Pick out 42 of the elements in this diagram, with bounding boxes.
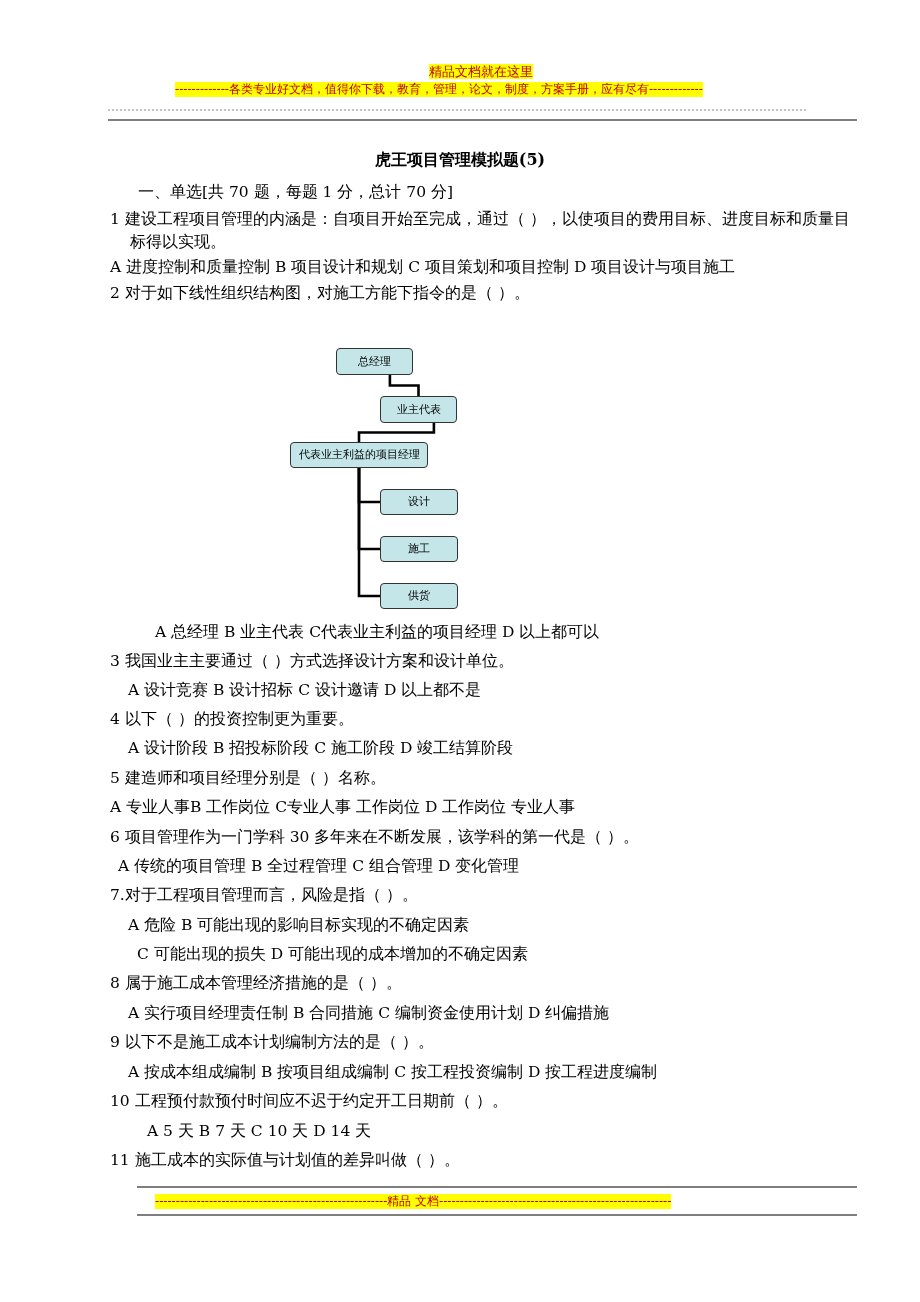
org-chart-box bbox=[380, 396, 457, 423]
org-chart-box bbox=[380, 489, 458, 515]
question-text: 9 以下不是施工成本计划编制方法的是（ ）。 bbox=[110, 1032, 434, 1053]
question-text: A 实行项目经理责任制 B 合同措施 C 编制资金使用计划 D 纠偏措施 bbox=[128, 1003, 610, 1024]
box-label: 总经理 bbox=[358, 354, 391, 369]
question-text: C 可能出现的损失 D 可能出现的成本增加的不确定因素 bbox=[137, 944, 529, 965]
question-text: A 进度控制和质量控制 B 项目设计和规划 C 项目策划和项目控制 D 项目设计与项目施工 bbox=[110, 257, 736, 278]
question-text: 4 以下（ ）的投资控制更为重要。 bbox=[110, 709, 354, 730]
box-label: 业主代表 bbox=[396, 402, 441, 417]
box-label: 代表业主利益的项目经理 bbox=[298, 448, 420, 462]
footer-banner: --------------------------------------------------------精品 文档-------------------------------------------------------- bbox=[155, 1194, 672, 1209]
question-text: 2 对于如下线性组织结构图，对施工方能下指令的是（ ）。 bbox=[110, 283, 530, 304]
question-text: A 专业人事B 工作岗位 C专业人事 工作岗位 D 工作岗位 专业人事 bbox=[110, 797, 576, 818]
question-text: A 按成本组成编制 B 按项目组成编制 C 按工程投资编制 D 按工程进度编制 bbox=[128, 1062, 658, 1083]
box-label: 施工 bbox=[408, 542, 430, 556]
question-text: A 传统的项目管理 B 全过程管理 C 组合管理 D 变化管理 bbox=[118, 856, 520, 877]
box-label: 设计 bbox=[408, 495, 430, 509]
question-text: A 危险 B 可能出现的影响目标实现的不确定因素 bbox=[128, 915, 470, 936]
question-text: A 设计阶段 B 招投标阶段 C 施工阶段 D 竣工结算阶段 bbox=[128, 738, 514, 759]
page-title: 虎王项目管理模拟题(5) bbox=[373, 149, 547, 171]
header-note: 精品文档就在这里 bbox=[429, 64, 533, 79]
question-text: 5 建造师和项目经理分别是（ ）名称。 bbox=[110, 768, 386, 789]
connector-line bbox=[357, 468, 380, 598]
question-text: 10 工程预付款预付时间应不迟于约定开工日期前（ ）。 bbox=[110, 1091, 508, 1112]
question-text: 3 我国业主主要通过（ ）方式选择设计方案和设计单位。 bbox=[110, 651, 514, 672]
question-text: 6 项目管理作为一门学科 30 多年来在不断发展，该学科的第一代是（ ）。 bbox=[110, 827, 640, 848]
question-text: 11 施工成本的实际值与计划值的差异叫做（ ）。 bbox=[110, 1150, 460, 1171]
org-chart-box bbox=[336, 348, 413, 375]
question-text: A 总经理 B 业主代表 C代表业主利益的项目经理 D 以上都可以 bbox=[155, 622, 600, 643]
section-heading: 一、单选[共 70 题，每题 1 分，总计 70 分] bbox=[138, 182, 453, 203]
box-label: 供货 bbox=[408, 589, 430, 603]
org-chart-box bbox=[380, 583, 458, 609]
org-chart-box bbox=[290, 442, 428, 468]
connector-line bbox=[357, 423, 436, 442]
header-banner: -------------各类专业好文档，值得你下载，教育，管理，论文，制度，方案手册，应有尽有------------- bbox=[175, 82, 703, 97]
connector-line bbox=[388, 375, 420, 396]
question-text: A 5 天 B 7 天 C 10 天 D 14 天 bbox=[147, 1121, 372, 1142]
question-text: 8 属于施工成本管理经济措施的是（ ）。 bbox=[110, 973, 402, 994]
question-text: 7.对于工程项目管理而言，风险是指（ ）。 bbox=[110, 885, 418, 906]
question-text: A 设计竞赛 B 设计招标 C 设计邀请 D 以上都不是 bbox=[128, 680, 482, 701]
question-text: 1 建设工程项目管理的内涵是：自项目开始至完成，通过（ ），以使项目的费用目标、进度目标和质量目标得以实现。 bbox=[110, 209, 851, 253]
org-chart-box bbox=[380, 536, 458, 562]
